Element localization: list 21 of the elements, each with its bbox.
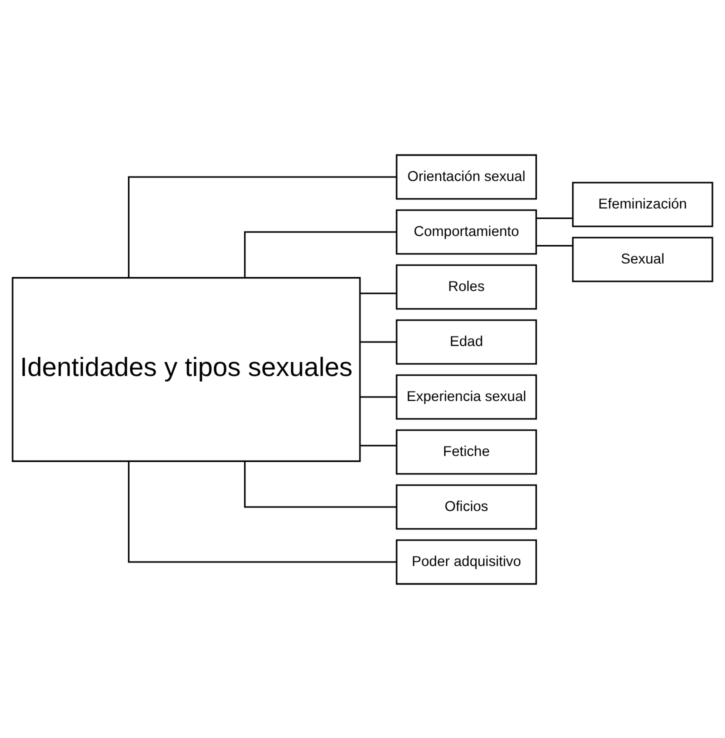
- node-box: Sexual: [572, 236, 714, 282]
- connector: [536, 216, 573, 218]
- node-box: Orientación sexual: [396, 154, 537, 200]
- node-box: Edad: [396, 318, 537, 364]
- node-box: Efeminización: [572, 181, 714, 227]
- connector: [360, 292, 397, 294]
- node-box: Comportamiento: [396, 208, 537, 254]
- connector: [128, 176, 396, 278]
- connector: [360, 396, 397, 398]
- connector: [536, 244, 573, 246]
- connector: [360, 340, 397, 342]
- node-box: Experiencia sexual: [396, 374, 537, 420]
- node-box: Identidades y tipos sexuales: [12, 276, 361, 462]
- connector: [360, 444, 397, 446]
- node-box: Roles: [396, 264, 537, 310]
- node-box: Poder adquisitivo: [396, 538, 537, 584]
- node-box: Oficios: [396, 484, 537, 530]
- connector: [244, 230, 397, 278]
- connector: [128, 460, 396, 562]
- connector: [244, 460, 397, 508]
- node-box: Fetiche: [396, 428, 537, 474]
